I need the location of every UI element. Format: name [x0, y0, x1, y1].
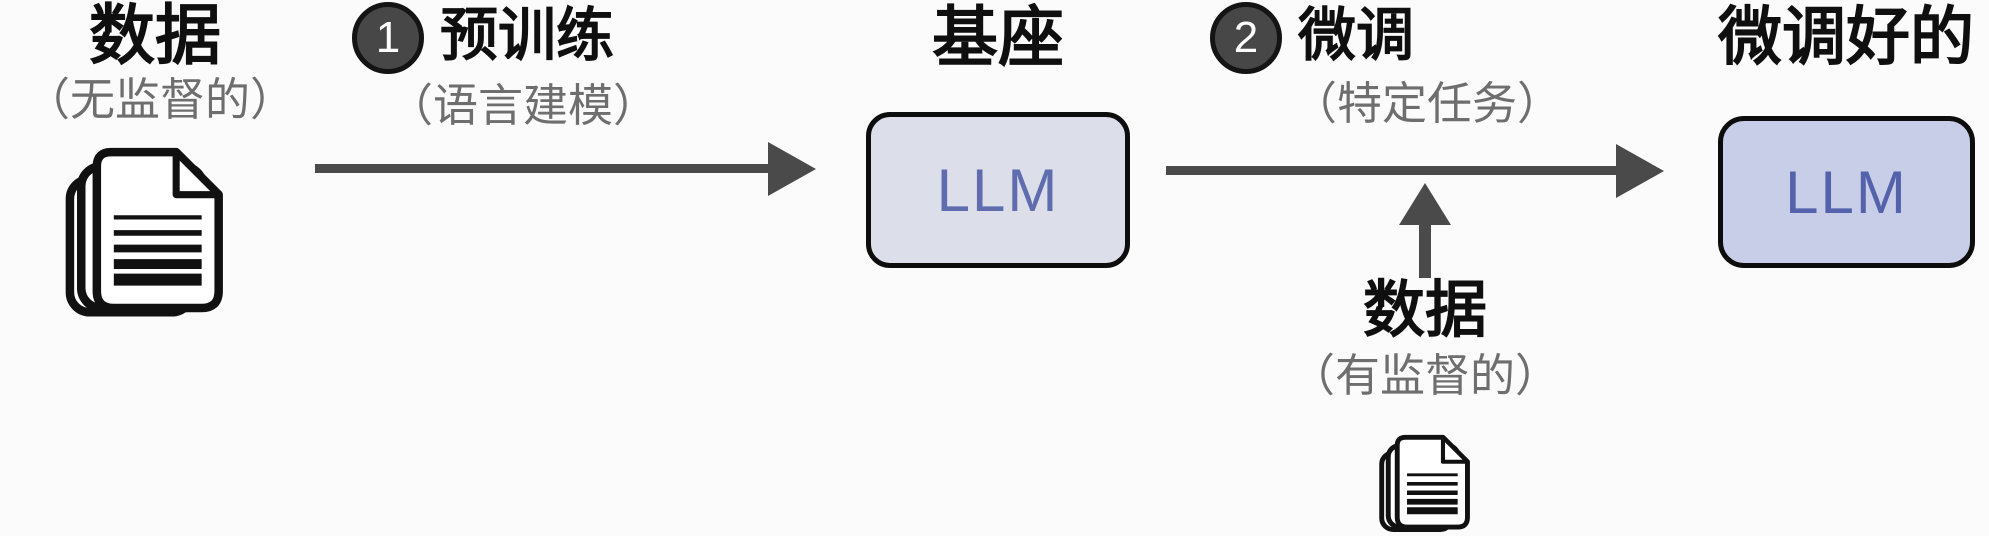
- base-model-title: 基座: [932, 0, 1064, 74]
- finetune-data-title: 数据: [1362, 276, 1487, 345]
- step1-badge: 1: [352, 2, 424, 74]
- output-llm-label: LLM: [1785, 158, 1908, 226]
- step2-subtitle: （特定任务）: [1291, 78, 1562, 129]
- step2-badge-number: 2: [1233, 13, 1259, 62]
- supervised-data-arrow-line: [1419, 222, 1431, 278]
- pretrain-arrow-head-icon: [768, 142, 816, 196]
- finetune-arrow-head-icon: [1616, 144, 1664, 198]
- output-model-title: 微调好的: [1718, 1, 1974, 73]
- finetune-arrow-line: [1166, 166, 1616, 175]
- supervised-data-arrow-head-icon: [1399, 183, 1451, 225]
- step1-badge-number: 1: [375, 13, 401, 62]
- step1-subtitle: （语言建模）: [387, 80, 658, 131]
- input-data-subtitle: （无监督的）: [24, 74, 295, 125]
- document-stack-icon: [65, 147, 223, 317]
- finetune-data-subtitle: （有监督的）: [1289, 350, 1560, 401]
- input-data-title: 数据: [89, 0, 221, 72]
- base-llm-label: LLM: [936, 156, 1060, 224]
- step2-badge: 2: [1210, 2, 1282, 74]
- document-stack-icon: [1379, 434, 1470, 532]
- pretrain-arrow-line: [315, 164, 775, 173]
- output-llm-box: LLM: [1718, 116, 1975, 268]
- base-llm-box: LLM: [866, 112, 1130, 268]
- step2-title: 微调: [1298, 3, 1415, 68]
- step1-title: 预训练: [440, 3, 615, 68]
